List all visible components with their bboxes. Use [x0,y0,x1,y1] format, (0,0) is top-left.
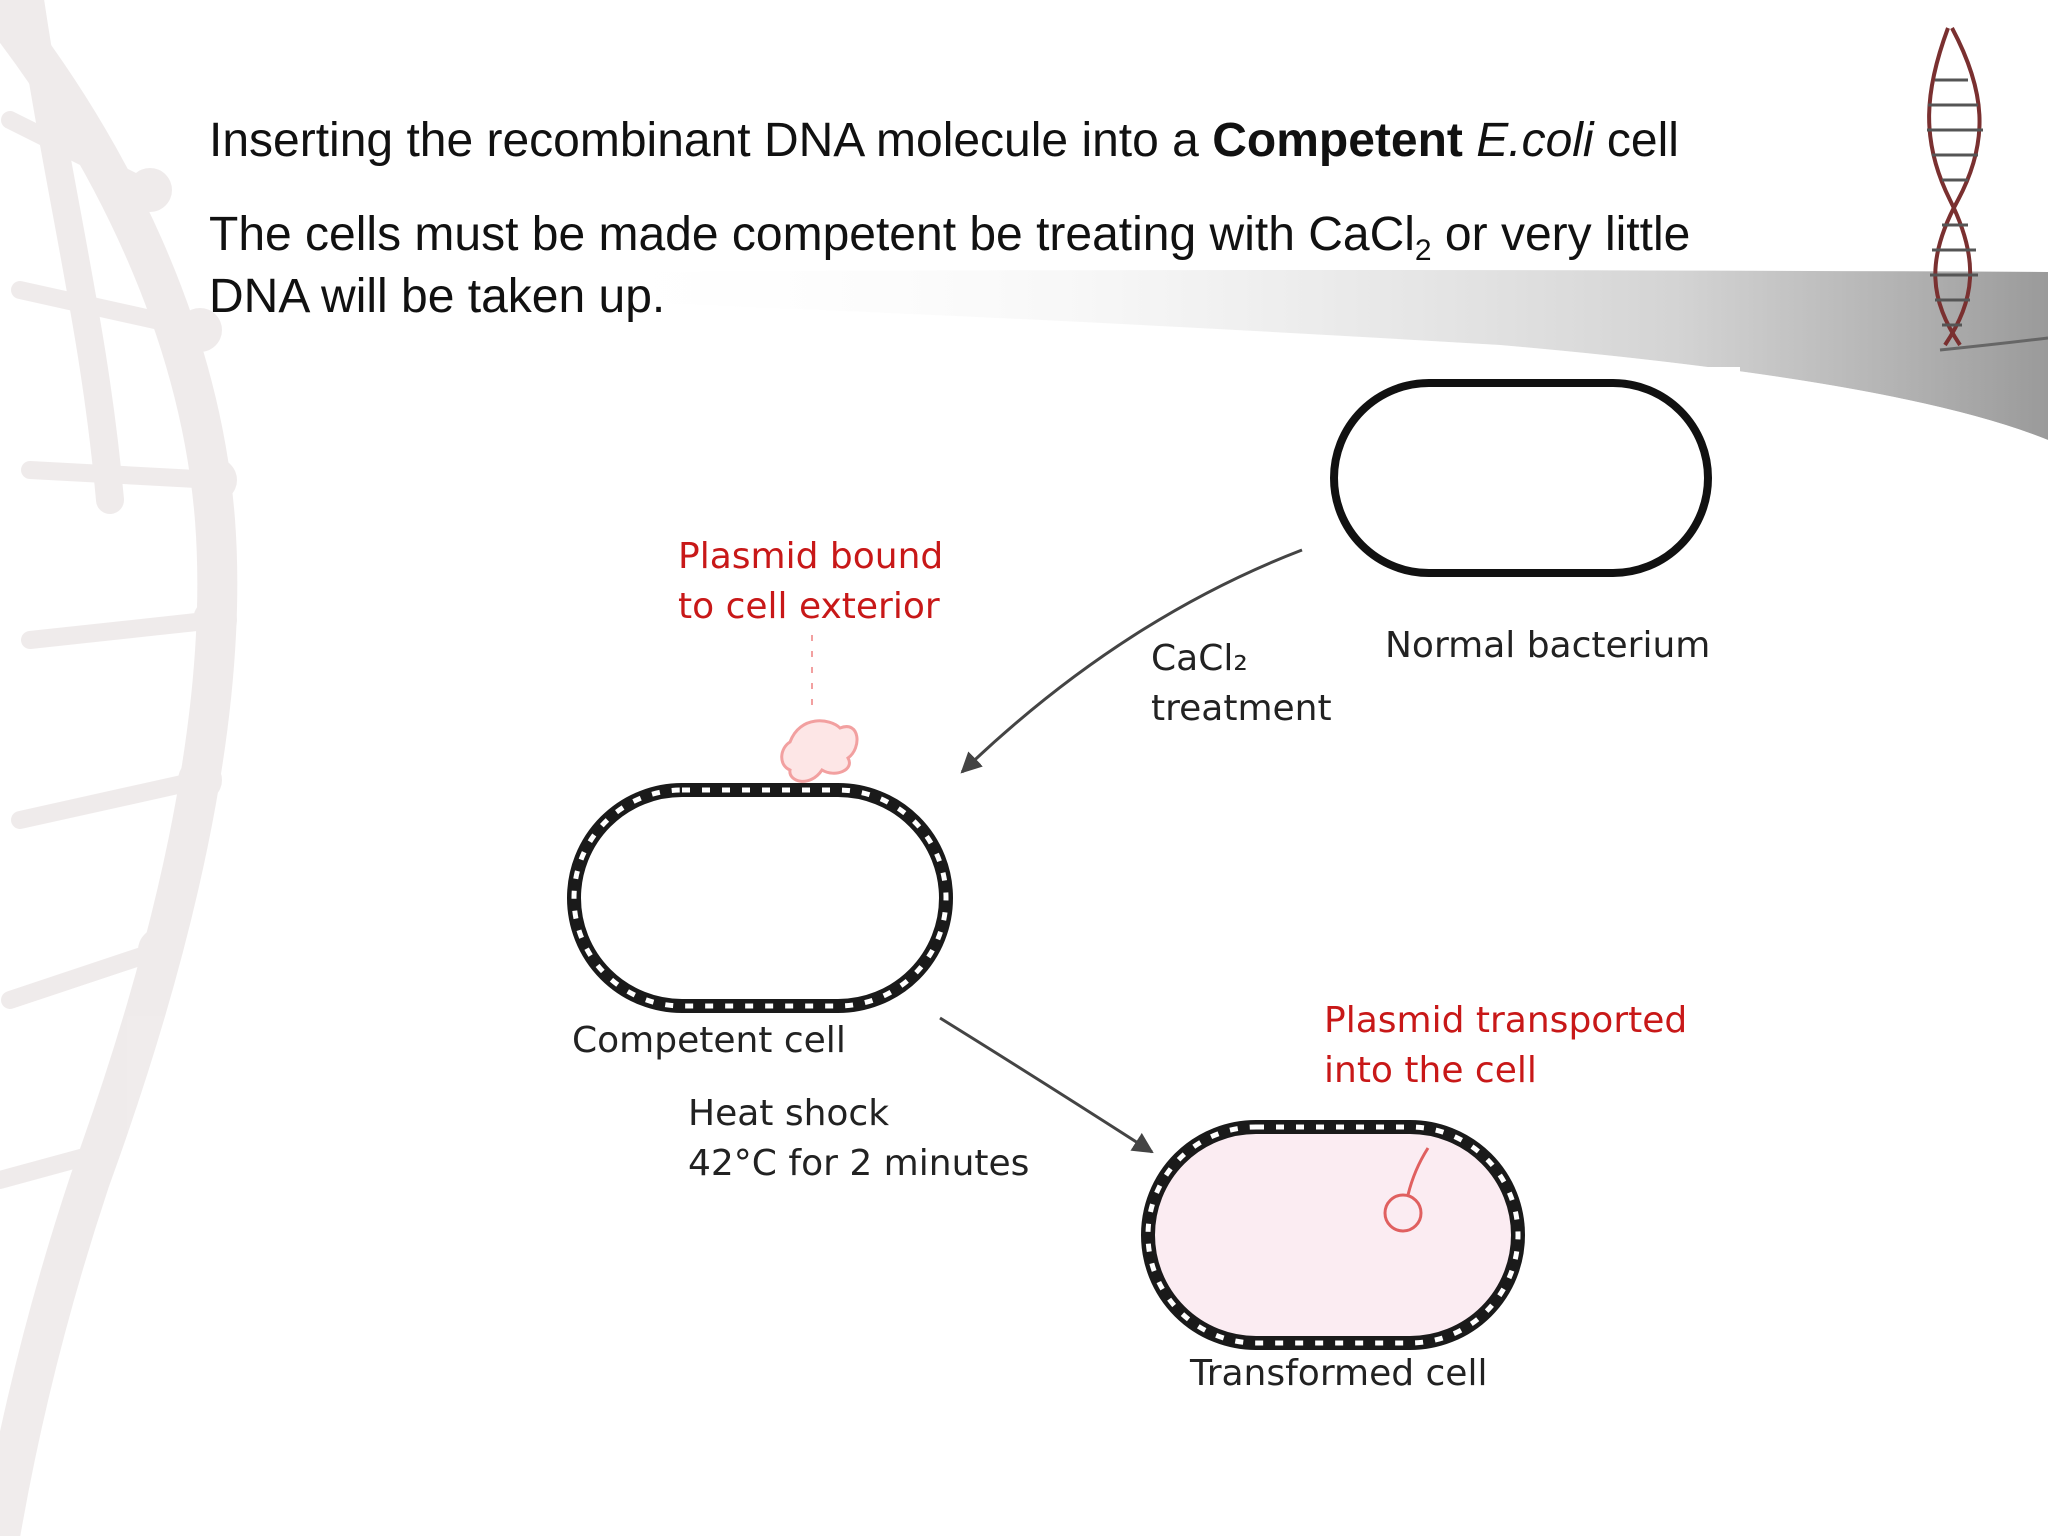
plasmid-bound-icon [780,719,859,783]
heading-line-1-text: Inserting the recombinant DNA molecule i… [209,114,1213,167]
plasmid-pointer-line-2 [1406,1147,1430,1196]
heading-line-1-italic: E.coli [1476,114,1594,167]
heading-line-1-bold: Competent [1212,114,1463,167]
plasmid-bound-label-1: Plasmid bound [678,536,943,577]
competent-cell [567,783,953,1013]
heat-shock-arrow [939,1016,1154,1154]
normal-bacterium-label: Normal bacterium [1385,625,1710,666]
plasmid-bound-label-2: to cell exterior [678,586,940,627]
competent-cell-label: Competent cell [572,1020,846,1061]
dna-ladder-background [0,0,238,1536]
plasmid-transported-label-1: Plasmid transported [1324,1000,1687,1041]
heat-shock-label: Heat shock [688,1093,889,1134]
cacl2-treatment-arrow [960,548,1303,774]
heading-line-1-end: cell [1593,114,1679,167]
heading-line-2: The cells must be made competent be trea… [209,206,1691,267]
treatment-label: treatment [1151,688,1332,729]
heading-line-1: Inserting the recombinant DNA molecule i… [209,112,1679,170]
dna-helix-icon [1927,27,2048,352]
plasmid-transported-label-2: into the cell [1324,1050,1537,1091]
heading-line-2-end: or very little [1431,208,1691,261]
heading-line-2-subscript: 2 [1414,234,1432,267]
heat-shock-conditions-label: 42°C for 2 minutes [688,1143,1029,1184]
cacl2-label: CaCl₂ [1151,638,1248,679]
transformed-cell [1141,1120,1525,1350]
transformed-cell-label: Transformed cell [1189,1353,1487,1394]
heading-line-2-text: The cells must be made competent be trea… [209,208,1415,261]
normal-bacterium-cell [1330,379,1712,577]
heading-line-3: DNA will be taken up. [209,270,666,323]
plasmid-inside-icon [1383,1193,1423,1233]
